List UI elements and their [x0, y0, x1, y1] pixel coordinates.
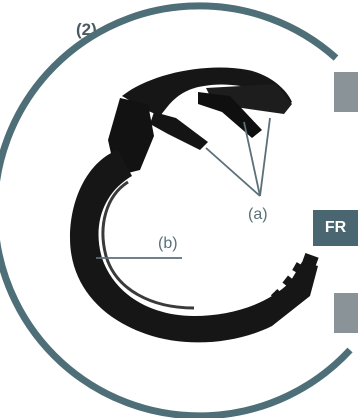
- callout-label-a: (a): [248, 206, 268, 224]
- language-badge: FR: [313, 210, 358, 246]
- side-tab-bottom: [334, 293, 358, 333]
- clip-prong-3: [150, 112, 208, 150]
- clip-lower-body: [70, 150, 318, 342]
- side-tab-top: [334, 72, 358, 112]
- ring-frame: [0, 6, 350, 416]
- callout-label-b: (b): [158, 235, 178, 253]
- cable-clip-illustration: [70, 68, 319, 343]
